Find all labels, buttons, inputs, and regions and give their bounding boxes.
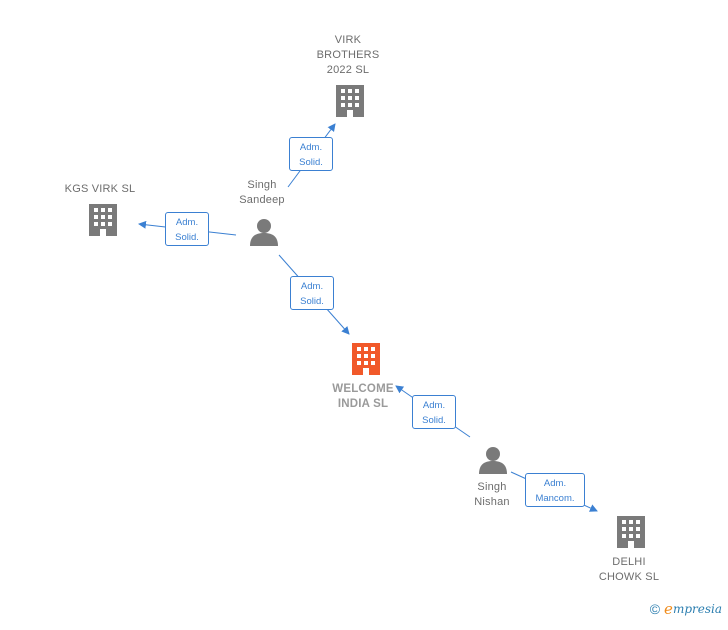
edge-label-sandeep-kgs: Adm. Solid. — [165, 212, 209, 246]
building-icon[interactable] — [336, 85, 364, 117]
brand-name: mpresia — [672, 602, 722, 616]
person-icon[interactable] — [250, 219, 278, 246]
node-label-singh-sandeep[interactable]: Singh Sandeep — [239, 179, 285, 206]
edge-label-sandeep-virk: Adm. Solid. — [289, 137, 333, 171]
building-icon[interactable] — [617, 516, 645, 548]
empresia-logo[interactable]: © e mpresia — [650, 600, 722, 618]
node-label-kgs-virk[interactable]: KGS VIRK SL — [64, 183, 136, 195]
node-label-singh-nishan[interactable]: Singh Nishan — [474, 481, 510, 508]
edge-label-nishan-welcome: Adm. Solid. — [412, 395, 456, 429]
brand-initial: e — [664, 600, 673, 618]
person-icon[interactable] — [479, 447, 507, 474]
copyright-symbol: © — [649, 601, 661, 617]
edge-label-nishan-delhi: Adm. Mancom. — [525, 473, 585, 507]
edge-label-sandeep-welcome: Adm. Solid. — [290, 276, 334, 310]
node-label-welcome-india[interactable]: WELCOME INDIA SL — [332, 383, 394, 410]
building-icon[interactable] — [89, 204, 117, 236]
node-label-delhi-chowk[interactable]: DELHI CHOWK SL — [598, 556, 660, 583]
building-icon[interactable] — [352, 343, 380, 375]
node-label-virk-brothers[interactable]: VIRK BROTHERS 2022 SL — [316, 34, 380, 76]
